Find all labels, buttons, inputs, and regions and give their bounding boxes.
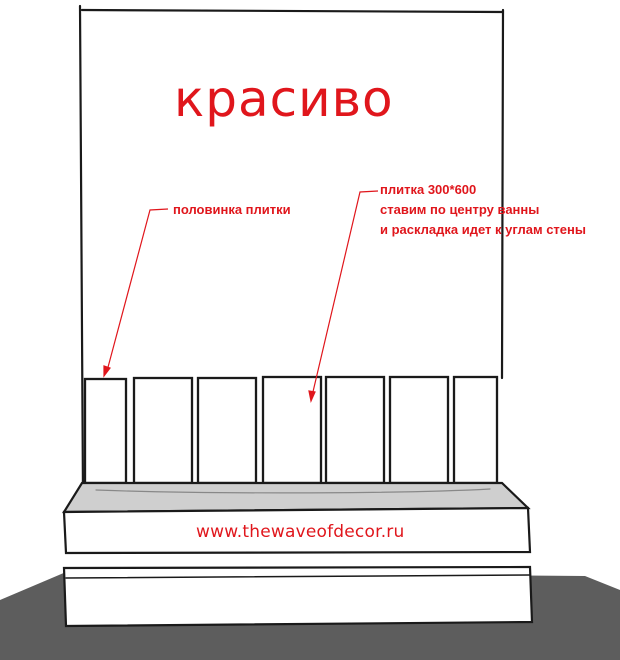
tile-row — [83, 375, 499, 485]
tile-note-arrow-icon — [308, 390, 316, 403]
tile-2 — [196, 376, 258, 485]
half-tile-leader — [106, 208, 169, 372]
wall-right-edge — [500, 8, 505, 380]
tile-note-line-3: и раскладка идет к углам стены — [380, 222, 586, 237]
wall-outline — [78, 4, 505, 497]
bathtub-front-panel — [62, 506, 532, 555]
bathtub — [62, 481, 534, 628]
annotation-leaders — [103, 190, 379, 403]
bathtub-base-line — [65, 574, 531, 579]
bathtub-inner-edge — [95, 488, 491, 494]
watermark-url: www.thewaveofdecor.ru — [196, 522, 405, 542]
tile-4 — [324, 375, 386, 485]
bathtub-base — [62, 565, 534, 628]
half-tile-label: половинка плитки — [173, 202, 291, 217]
tile-5 — [388, 375, 450, 485]
wall-left-edge — [78, 4, 85, 497]
half-tile-arrow-icon — [103, 365, 111, 378]
annotation-title: красиво — [174, 70, 394, 128]
tile-note-label: плитка 300*600 ставим по центру ванны и … — [380, 180, 586, 240]
tile-6 — [452, 375, 499, 485]
tile-note-leader — [311, 190, 379, 397]
half-tile — [83, 377, 128, 485]
tile-note-line-2: ставим по центру ванны — [380, 202, 540, 217]
tile-1 — [132, 376, 194, 485]
tile-note-line-1: плитка 300*600 — [380, 182, 477, 197]
wall-top-edge — [80, 8, 505, 14]
